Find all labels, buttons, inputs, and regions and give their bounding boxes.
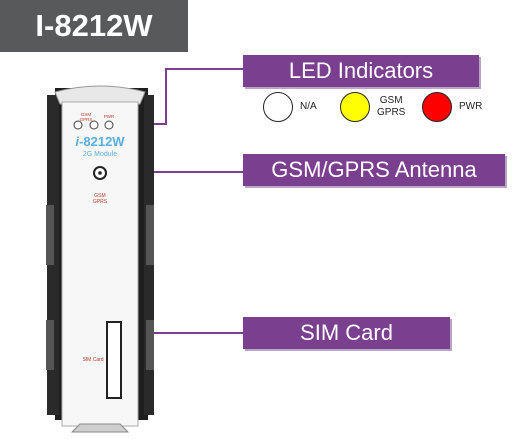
sim-card-callout: SIM Card: [243, 317, 450, 349]
gsm-gprs-antenna-callout: GSM/GPRS Antenna: [243, 154, 505, 186]
legend-label-pwr: PWR: [459, 101, 483, 112]
led-indicators-callout: LED Indicators: [243, 55, 479, 87]
legend-label-gsm: GSM: [379, 95, 403, 106]
legend-label-gsm-gprs: GSM GPRS: [377, 95, 405, 119]
device-top-cap: [54, 85, 146, 105]
device-led-na: [73, 120, 83, 130]
led-na-icon: [263, 92, 293, 122]
device-led-label-pwr: PWR: [104, 114, 115, 119]
legend-label-na: N/A: [300, 101, 317, 112]
model-title: I-8212W: [0, 0, 188, 52]
device-led-label-gprs: GPRS: [80, 117, 93, 122]
device-antenna-label-gprs: GPRS: [93, 199, 108, 205]
legend-item-pwr: PWR: [422, 92, 482, 122]
led-pwr-icon: [422, 92, 452, 122]
device-left-notch-2: [46, 320, 54, 370]
device-led-gsm: [89, 120, 99, 130]
legend-item-gsm-gprs: GSM GPRS: [340, 92, 405, 122]
device-sim-label: SIM Card: [82, 357, 103, 363]
device-right-notch: [146, 205, 154, 265]
device-led-label-gsm: GSM: [81, 112, 92, 117]
device-led-pwr: [104, 120, 114, 130]
device-brand: i-8212W: [75, 134, 125, 149]
device-bottom-tab: [70, 423, 130, 433]
device-front-panel: [61, 101, 139, 427]
antenna-connector-pin: [98, 171, 102, 175]
device-module-label: 2G Module: [83, 151, 117, 158]
legend-label-gprs: GPRS: [377, 107, 406, 118]
device-right-notch-2: [146, 320, 154, 370]
device-antenna-label-gsm: GSM: [94, 193, 105, 199]
legend-item-na: N/A: [263, 92, 317, 122]
led-gsm-gprs-icon: [340, 92, 370, 122]
sim-card-slot: [106, 321, 122, 399]
device-left-notch: [46, 205, 54, 265]
